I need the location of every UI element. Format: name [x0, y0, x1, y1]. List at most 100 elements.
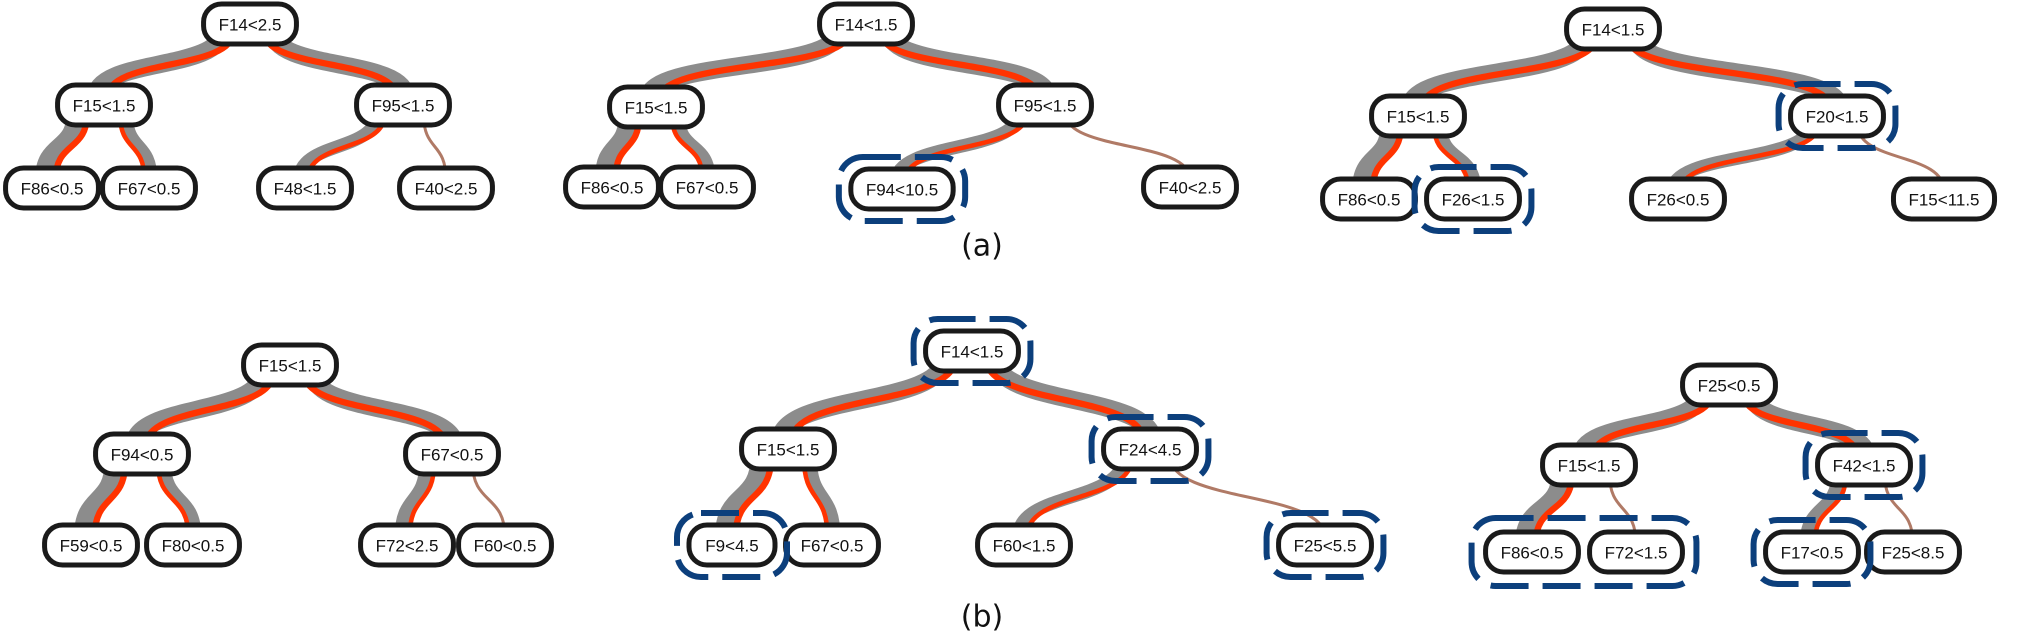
tree-node-b1-n4: F80<0.5: [144, 522, 242, 568]
node-label: F25<8.5: [1882, 544, 1945, 563]
node-label: F14<1.5: [1582, 21, 1645, 40]
tree-node-b2-n1: F15<1.5: [739, 426, 837, 472]
node-box: [607, 84, 705, 130]
tree-node-b2-n6: F25<5.5: [1276, 522, 1374, 568]
links-layer: [34, 23, 1946, 553]
node-label: F48<1.5: [274, 180, 337, 199]
node-box: [817, 1, 915, 47]
node-label: F67<0.5: [676, 179, 739, 198]
tree-node-a2-n2: F95<1.5: [996, 82, 1094, 128]
highlight-box-b3-n5: [1750, 517, 1874, 587]
tree-node-a1-n0: F14<2.5: [201, 1, 299, 47]
tree-node-b3-n5: F17<0.5: [1763, 529, 1861, 575]
node-box: [397, 165, 495, 211]
highlight-box-a3-n2: [1775, 81, 1899, 151]
tree-node-a3-n0: F14<1.5: [1564, 6, 1662, 52]
node-box: [256, 165, 354, 211]
node-label: F14<1.5: [941, 343, 1004, 362]
node-box: [3, 165, 101, 211]
caption-b: (b): [961, 600, 1003, 635]
node-label: F95<1.5: [1014, 97, 1077, 116]
node-label: F15<1.5: [757, 441, 820, 460]
tree-node-a2-n6: F40<2.5: [1141, 164, 1239, 210]
node-box: [403, 431, 501, 477]
tree-node-a2-n4: F67<0.5: [658, 164, 756, 210]
node-box: [1369, 93, 1467, 139]
node-label: F67<0.5: [118, 180, 181, 199]
node-box: [1815, 442, 1913, 488]
node-box: [1864, 529, 1962, 575]
node-label: F40<2.5: [1159, 179, 1222, 198]
node-box: [1629, 176, 1727, 222]
node-label: F86<0.5: [581, 179, 644, 198]
tree-node-b3-n2: F42<1.5: [1815, 442, 1913, 488]
link-b2-n1: [770, 350, 959, 450]
highlight-layer: [674, 81, 1926, 589]
node-label: F86<0.5: [1338, 191, 1401, 210]
node-box: [1483, 529, 1581, 575]
node-label: F15<11.5: [1908, 191, 1979, 210]
node-box: [975, 522, 1073, 568]
node-label: F67<0.5: [801, 537, 864, 556]
tree-node-a3-n6: F15<11.5: [1890, 176, 1998, 222]
highlight-box-a2-n5: [835, 154, 969, 224]
node-box: [686, 522, 778, 568]
node-box: [1564, 6, 1662, 52]
node-label: F67<0.5: [421, 446, 484, 465]
node-label: F42<1.5: [1833, 457, 1896, 476]
node-label: F72<1.5: [1605, 544, 1668, 563]
node-label: F60<0.5: [474, 537, 537, 556]
node-label: F15<1.5: [625, 99, 688, 118]
node-box: [1276, 522, 1374, 568]
node-box: [456, 522, 554, 568]
node-box: [1141, 164, 1239, 210]
link-b2-n6: [1168, 456, 1327, 538]
caption-a: (a): [961, 229, 1003, 264]
tree-node-a3-n1: F15<1.5: [1369, 93, 1467, 139]
node-label: F60<1.5: [993, 537, 1056, 556]
highlight-box-b2-n6: [1263, 510, 1387, 580]
tree-node-a2-n3: F86<0.5: [563, 164, 661, 210]
node-label: F86<0.5: [21, 180, 84, 199]
node-box: [739, 426, 837, 472]
tree-node-b3-n6: F25<8.5: [1864, 529, 1962, 575]
node-label: F14<1.5: [835, 16, 898, 35]
tree-node-b1-n3: F59<0.5: [42, 522, 140, 568]
tree-node-b3-n1: F15<1.5: [1540, 442, 1638, 488]
node-box: [144, 522, 242, 568]
node-label: F17<0.5: [1781, 544, 1844, 563]
tree-node-a3-n2: F20<1.5: [1788, 93, 1886, 139]
node-box: [1890, 176, 1998, 222]
tree-node-a2-n1: F15<1.5: [607, 84, 705, 130]
node-box: [658, 164, 756, 210]
node-label: F94<10.5: [866, 181, 938, 200]
tree-node-b3-n0: F25<0.5: [1680, 362, 1778, 408]
node-label: F15<1.5: [1387, 108, 1450, 127]
highlight-box-b2-n3: [674, 510, 790, 580]
node-box: [996, 82, 1094, 128]
node-label: F14<2.5: [219, 16, 282, 35]
node-label: F9<4.5: [705, 537, 758, 556]
node-box: [93, 431, 191, 477]
tree-node-a1-n3: F86<0.5: [3, 165, 101, 211]
tree-node-a1-n1: F15<1.5: [55, 82, 153, 128]
node-box: [1763, 529, 1861, 575]
tree-node-b3-n3: F86<0.5: [1483, 529, 1581, 575]
tree-node-a3-n5: F26<0.5: [1629, 176, 1727, 222]
node-box: [354, 82, 452, 128]
tree-node-b1-n5: F72<2.5: [358, 522, 456, 568]
node-box: [358, 522, 456, 568]
tree-node-b3-n4: F72<1.5: [1587, 529, 1685, 575]
node-box: [100, 165, 198, 211]
node-box: [848, 166, 956, 212]
tree-node-a3-n4: F26<1.5: [1424, 176, 1522, 222]
node-label: F15<1.5: [259, 357, 322, 376]
node-box: [1788, 93, 1886, 139]
node-label: F86<0.5: [1501, 544, 1564, 563]
highlight-box-b2-n2: [1088, 414, 1212, 484]
tree-node-b1-n1: F94<0.5: [93, 431, 191, 477]
node-label: F80<0.5: [162, 537, 225, 556]
node-box: [923, 328, 1021, 374]
node-label: F20<1.5: [1806, 108, 1869, 127]
